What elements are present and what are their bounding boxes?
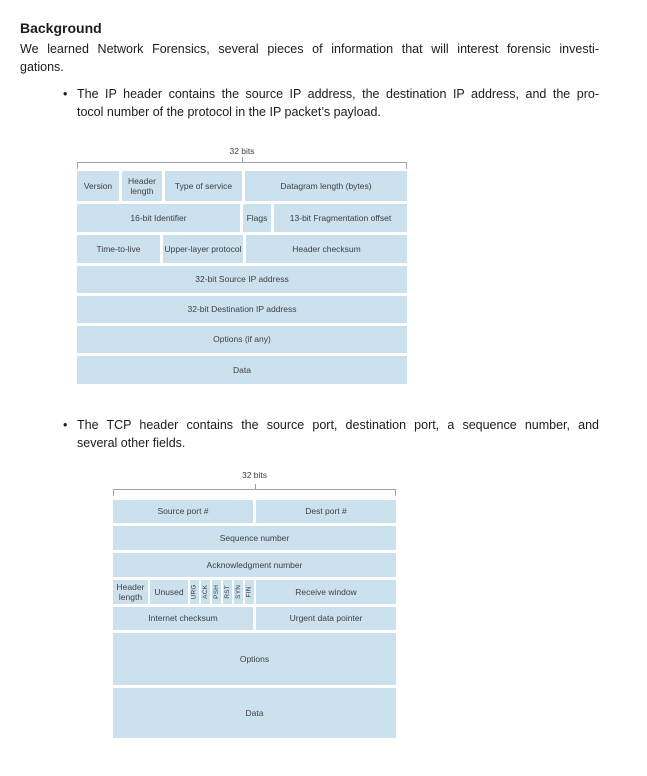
ip-cell-datagram-length: Datagram length (bytes) bbox=[245, 171, 407, 201]
tcp-cell-flag-syn: SYN bbox=[234, 580, 243, 604]
flag-label: ACK bbox=[201, 585, 209, 599]
bullet-line: tocol number of the protocol in the IP p… bbox=[77, 104, 381, 119]
ip-cell-header-length: Header length bbox=[122, 171, 162, 201]
ip-row-4: 32-bit Source IP address bbox=[77, 266, 407, 293]
tcp-cell-receive-window: Receive window bbox=[256, 580, 396, 604]
flag-label: RST bbox=[223, 585, 231, 599]
tcp-cell-flag-fin: FIN bbox=[245, 580, 254, 604]
ip-row-5: 32-bit Destination IP address bbox=[77, 296, 407, 323]
bullet-line: several other fields. bbox=[77, 435, 186, 450]
intro-line: gations. bbox=[20, 59, 64, 74]
ip-cell-destination-ip: 32-bit Destination IP address bbox=[77, 296, 407, 323]
ip-cell-fragmentation-offset: 13-bit Fragmentation offset bbox=[274, 204, 407, 232]
tcp-row-6: Options bbox=[113, 633, 396, 685]
bullet-text: The IP header contains the source IP add… bbox=[77, 86, 599, 121]
tcp-cell-sequence-number: Sequence number bbox=[113, 526, 396, 550]
tcp-row-7: Data bbox=[113, 688, 396, 738]
tcp-cell-flag-urg: URG bbox=[190, 580, 199, 604]
ip-row-6: Options (if any) bbox=[77, 326, 407, 353]
ip-header-diagram: 32 bits Version Header length Type of se… bbox=[77, 146, 407, 386]
tcp-cell-source-port: Source port # bbox=[113, 500, 253, 523]
ip-cell-options: Options (if any) bbox=[77, 326, 407, 353]
tcp-cell-unused: Unused bbox=[150, 580, 188, 604]
tcp-rows: Source port # Dest port # Sequence numbe… bbox=[113, 500, 396, 738]
ip-cell-time-to-live: Time-to-live bbox=[77, 235, 160, 263]
tcp-cell-flag-psh: PSH bbox=[212, 580, 221, 604]
tcp-cell-acknowledgment-number: Acknowledgment number bbox=[113, 553, 396, 577]
ip-cell-header-checksum: Header checksum bbox=[246, 235, 407, 263]
ip-row-7: Data bbox=[77, 356, 407, 384]
ip-row-1: Version Header length Type of service Da… bbox=[77, 171, 407, 201]
ip-bits-caption: 32 bits bbox=[229, 146, 255, 156]
flag-label: SYN bbox=[234, 585, 242, 599]
ip-rows: Version Header length Type of service Da… bbox=[77, 171, 407, 384]
tcp-cell-urgent-data-pointer: Urgent data pointer bbox=[256, 607, 396, 630]
ip-cell-source-ip: 32-bit Source IP address bbox=[77, 266, 407, 293]
bullet-tcp-header: • The TCP header contains the source por… bbox=[63, 417, 599, 452]
bullet-line: The TCP header contains the source port,… bbox=[77, 418, 599, 432]
flag-label: URG bbox=[190, 584, 198, 600]
ip-cell-data: Data bbox=[77, 356, 407, 384]
ip-cell-identifier: 16-bit Identifier bbox=[77, 204, 240, 232]
bits-bracket bbox=[113, 489, 396, 496]
bracket-mid-tick bbox=[254, 484, 256, 489]
tcp-row-3: Acknowledgment number bbox=[113, 553, 396, 577]
tcp-header-diagram: 32 bits Source port # Dest port # Sequen… bbox=[113, 470, 396, 740]
tcp-cell-dest-port: Dest port # bbox=[256, 500, 396, 523]
tcp-row-4: Header length Unused URG ACK PSH RST SYN… bbox=[113, 580, 396, 604]
tcp-cell-flag-rst: RST bbox=[223, 580, 232, 604]
tcp-cell-header-length: Header length bbox=[113, 580, 148, 604]
tcp-cell-flag-ack: ACK bbox=[201, 580, 210, 604]
ip-cell-flags: Flags bbox=[243, 204, 271, 232]
intro-paragraph: We learned Network Forensics, several pi… bbox=[20, 41, 599, 76]
tcp-row-5: Internet checksum Urgent data pointer bbox=[113, 607, 396, 630]
bullet-icon: • bbox=[63, 418, 68, 432]
page-title: Background bbox=[20, 20, 102, 37]
tcp-row-2: Sequence number bbox=[113, 526, 396, 550]
ip-cell-type-of-service: Type of service bbox=[165, 171, 242, 201]
bullet-ip-header: • The IP header contains the source IP a… bbox=[63, 86, 599, 121]
ip-cell-upper-layer-protocol: Upper-layer protocol bbox=[163, 235, 243, 263]
tcp-cell-options: Options bbox=[113, 633, 396, 685]
flag-label: FIN bbox=[245, 586, 253, 598]
intro-line: We learned Network Forensics, several pi… bbox=[20, 42, 599, 56]
ip-cell-version: Version bbox=[77, 171, 119, 201]
bullet-icon: • bbox=[63, 87, 68, 101]
ip-row-2: 16-bit Identifier Flags 13-bit Fragmenta… bbox=[77, 204, 407, 232]
bits-bracket bbox=[77, 162, 407, 169]
tcp-cell-internet-checksum: Internet checksum bbox=[113, 607, 253, 630]
bullet-text: The TCP header contains the source port,… bbox=[77, 417, 599, 452]
tcp-bits-caption: 32 bits bbox=[241, 470, 268, 480]
bracket-mid-tick bbox=[242, 157, 243, 162]
ip-row-3: Time-to-live Upper-layer protocol Header… bbox=[77, 235, 407, 263]
flag-label: PSH bbox=[212, 585, 220, 599]
tcp-cell-data: Data bbox=[113, 688, 396, 738]
bullet-line: The IP header contains the source IP add… bbox=[77, 87, 599, 101]
tcp-row-1: Source port # Dest port # bbox=[113, 500, 396, 523]
